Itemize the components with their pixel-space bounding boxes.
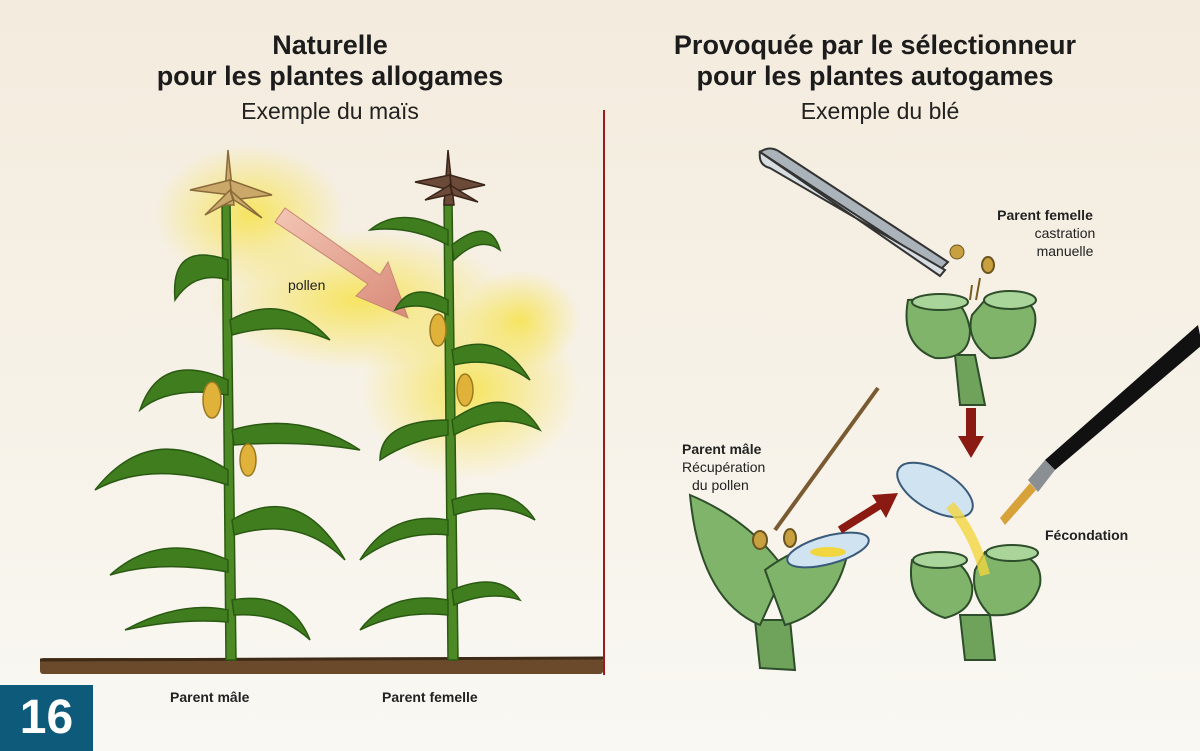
left-title: Naturelle pour les plantes allogames [150,30,510,92]
left-female-label: Parent femelle [382,688,478,706]
figure-number-badge: 16 [0,685,93,751]
transfer-arrow [840,493,898,530]
wheat-flower-female [907,257,1036,405]
left-subtitle: Exemple du maïs [200,98,460,125]
pollen-dish-2 [889,452,982,529]
right-female-label: Parent femelle [997,207,1093,223]
right-female-desc-1: castration [1005,224,1125,242]
tassel-female [415,150,485,205]
pollen-cloud [155,145,580,480]
brush-icon [1000,325,1200,525]
right-subtitle: Exemple du blé [770,98,990,125]
right-male-desc-1: Récupération [682,458,792,476]
ear-1 [203,382,221,418]
right-male-desc-2: du pollen [682,476,792,494]
fecondation-label: Fécondation [1045,526,1128,544]
right-female-desc-2: manuelle [1005,242,1125,260]
right-title-line1: Provoquée par le sélectionneur [640,30,1110,61]
left-title-line2: pour les plantes allogames [150,61,510,92]
ear-4 [457,374,473,406]
down-arrow [958,408,984,458]
right-title: Provoquée par le sélectionneur pour les … [640,30,1110,92]
right-male-block: Parent mâle Récupération du pollen [682,440,792,494]
tweezers-icon [760,149,964,277]
right-title-line2: pour les plantes autogames [640,61,1110,92]
right-male-label: Parent mâle [682,441,761,457]
divider [603,110,605,675]
right-female-block: Parent femelle castration manuelle [965,206,1125,260]
pollen-label: pollen [288,276,325,294]
ear-2 [240,444,256,476]
wheat-flower-fertilized [889,452,1041,660]
ear-3 [430,314,446,346]
left-male-label: Parent mâle [170,688,249,706]
left-title-line1: Naturelle [150,30,510,61]
